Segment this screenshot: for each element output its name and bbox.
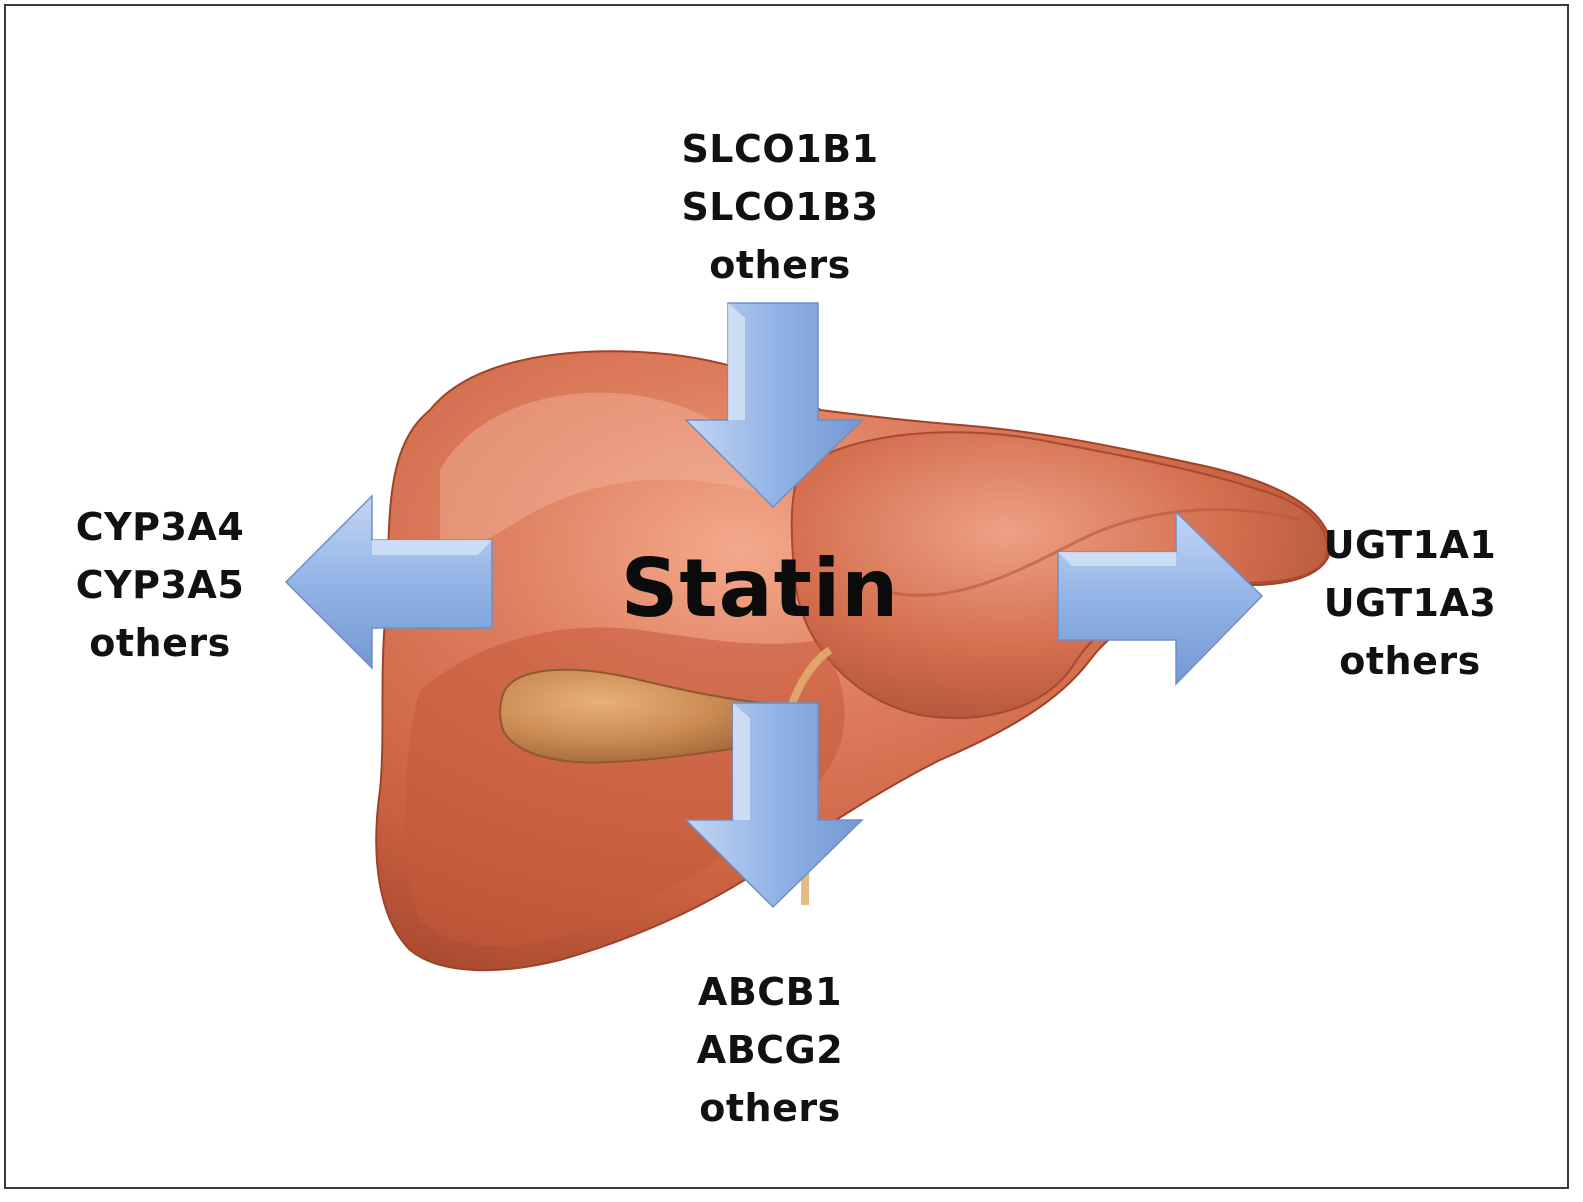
phase2-enzymes-label: UGT1A1 UGT1A3 others	[1300, 516, 1520, 690]
phase1-gene-2: CYP3A5	[50, 556, 270, 614]
phase1-gene-1: CYP3A4	[50, 498, 270, 556]
efflux-gene-2: ABCG2	[650, 1021, 890, 1079]
efflux-transporters-label: ABCB1 ABCG2 others	[650, 963, 890, 1137]
phase2-gene-1: UGT1A1	[1300, 516, 1520, 574]
uptake-gene-2: SLCO1B3	[660, 178, 900, 236]
statin-label: Statin	[560, 542, 960, 635]
uptake-transporters-label: SLCO1B1 SLCO1B3 others	[660, 120, 900, 294]
phase1-enzymes-label: CYP3A4 CYP3A5 others	[50, 498, 270, 672]
efflux-gene-3: others	[650, 1079, 890, 1137]
efflux-gene-1: ABCB1	[650, 963, 890, 1021]
uptake-gene-3: others	[660, 236, 900, 294]
phase2-gene-2: UGT1A3	[1300, 574, 1520, 632]
phase2-gene-3: others	[1300, 632, 1520, 690]
uptake-gene-1: SLCO1B1	[660, 120, 900, 178]
phase1-gene-3: others	[50, 614, 270, 672]
